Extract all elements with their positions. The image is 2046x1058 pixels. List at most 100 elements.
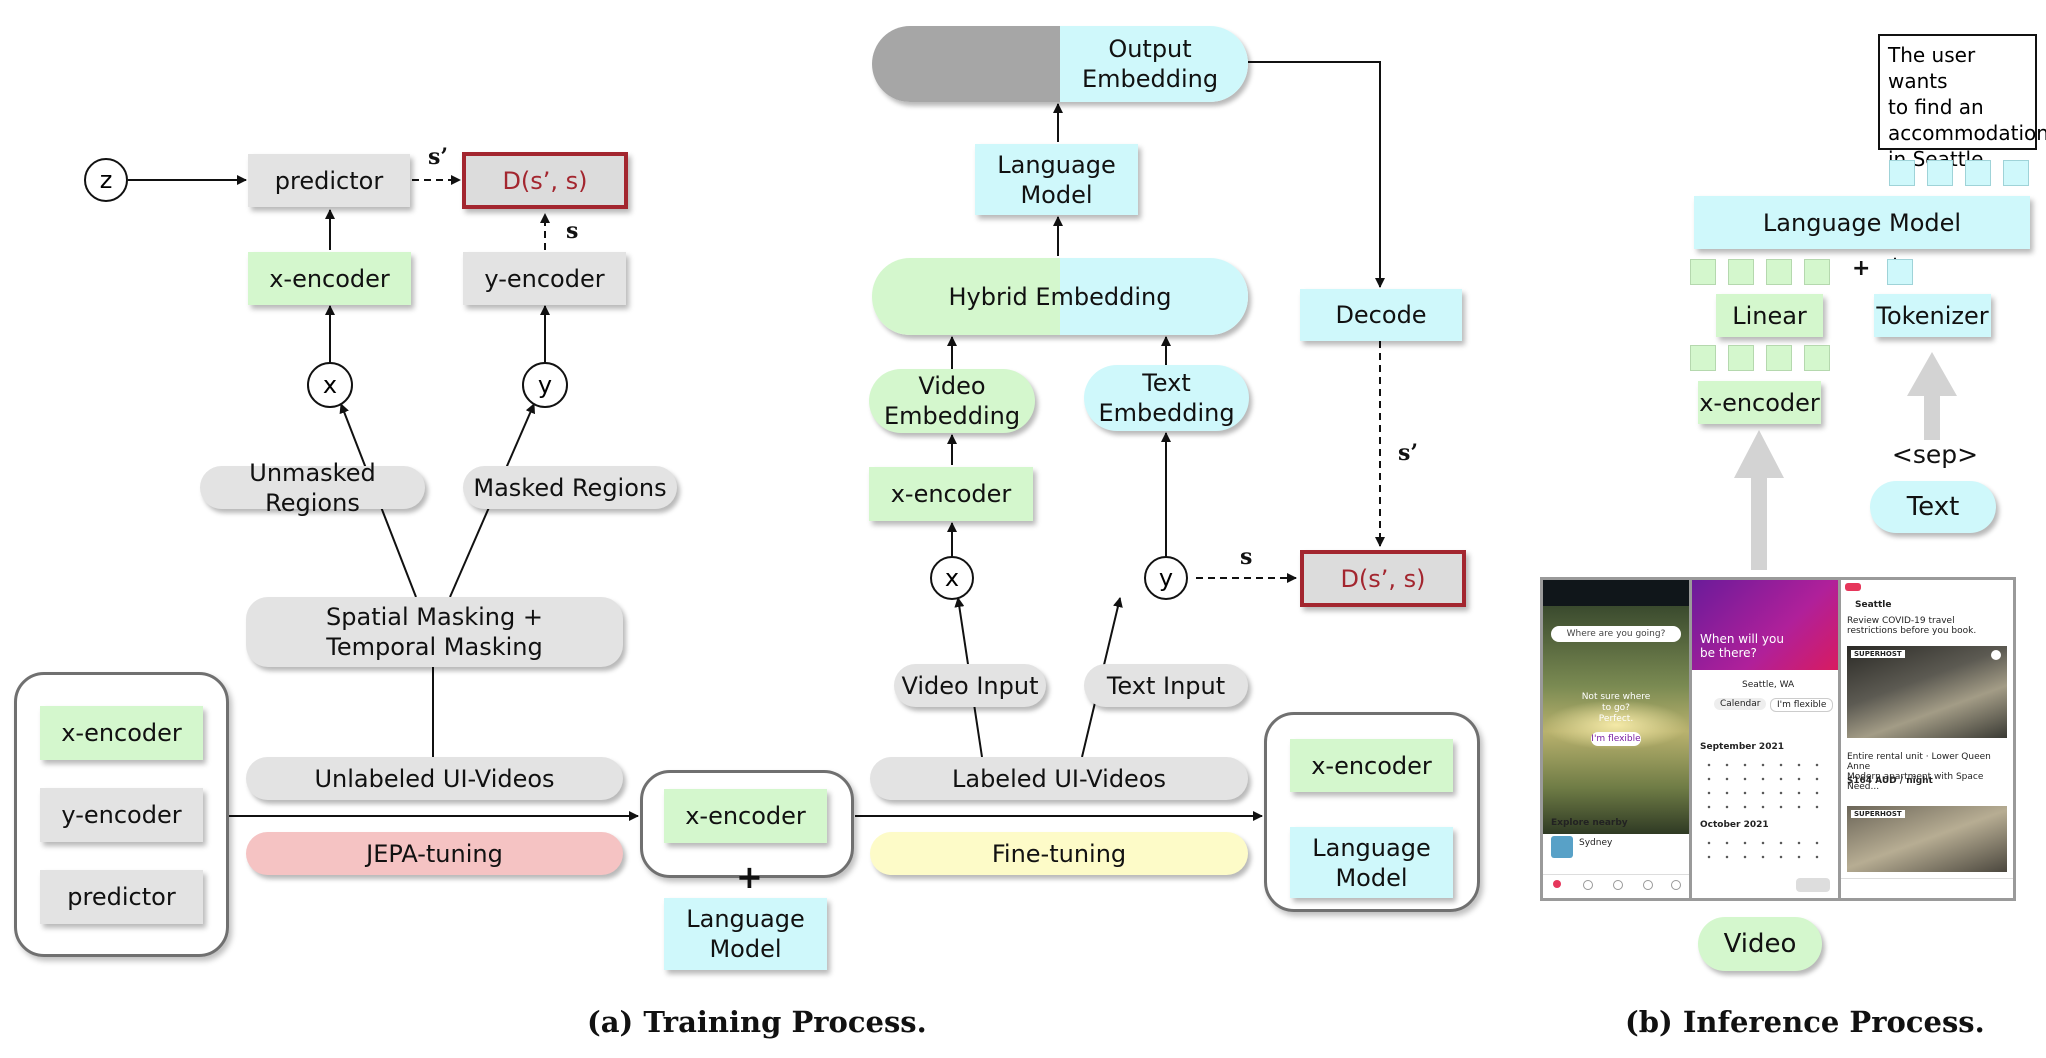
flexible-button[interactable]: I'm flexible	[1591, 732, 1641, 746]
next-button[interactable]	[1796, 878, 1830, 892]
september-grid	[1700, 758, 1830, 814]
s-prime-label-top: s’	[428, 144, 449, 170]
caption-training: (a) Training Process.	[587, 1005, 927, 1039]
video-token	[1804, 259, 1830, 285]
output-to-decode-arrow	[1248, 61, 1385, 288]
encoder-token	[1690, 345, 1716, 371]
masked-regions-box: Masked Regions	[463, 466, 677, 509]
linear-box: Linear	[1716, 294, 1823, 337]
video-input-pill: Video	[1698, 917, 1822, 971]
month-september: September 2021	[1700, 742, 1784, 752]
flexible-tab[interactable]: I'm flexible	[1770, 698, 1834, 712]
superhost-badge: SUPERHOST	[1851, 650, 1905, 658]
text-embedding-box: Text Embedding	[1084, 365, 1249, 431]
language-model-box: Language Model	[975, 144, 1138, 215]
city-name: Sydney	[1579, 838, 1613, 848]
listing-price: $164 AUD / night	[1847, 776, 1933, 786]
labeled-ui-videos-box: Labeled UI-Videos	[870, 757, 1248, 800]
search-bar[interactable]: Where are you going?	[1551, 626, 1681, 642]
dates-question: When will you be there?	[1700, 632, 1784, 660]
video-embedding-box: Video Embedding	[869, 369, 1035, 433]
ft-x-encoder: x-encoder	[869, 467, 1033, 521]
y-encoder-top: y-encoder	[463, 252, 626, 305]
y-node-ft: y	[1144, 556, 1188, 600]
inference-x-encoder: x-encoder	[1698, 381, 1821, 424]
video-up-arrow	[1734, 430, 1784, 570]
unmasked-regions-box: Unmasked Regions	[200, 459, 425, 517]
explore-tab-icon[interactable]	[1553, 880, 1561, 888]
bottom-nav-3	[1841, 878, 2013, 898]
month-october: October 2021	[1700, 820, 1769, 830]
distance-box-top: D(s’, s)	[462, 152, 628, 209]
s-prime-label-right: s’	[1398, 440, 1419, 466]
listing-title: Entire rental unit · Lower Queen Anne Mo…	[1847, 752, 1991, 792]
plus-sign-inference: +	[1852, 256, 1871, 281]
hero-headline: Not sure where to go? Perfect.	[1581, 692, 1651, 724]
city-thumbnail	[1551, 836, 1573, 858]
fine-tuning-box: Fine-tuning	[870, 832, 1248, 875]
encoder-token	[1728, 345, 1754, 371]
inbox-tab-icon[interactable]	[1643, 880, 1653, 890]
x-node-top: x	[307, 362, 353, 408]
profile-tab-icon[interactable]	[1671, 880, 1681, 890]
sep-label: <sep>	[1891, 440, 1979, 469]
sep-token	[1887, 259, 1913, 285]
video-token	[1728, 259, 1754, 285]
init-predictor: predictor	[40, 870, 203, 924]
app-screen-dates: When will you be there? Seattle, WA Cale…	[1692, 580, 1838, 898]
text-input-box: Text Input	[1084, 664, 1248, 707]
output-embedding-pill	[872, 26, 1248, 102]
video-token	[1766, 259, 1792, 285]
init-y-encoder: y-encoder	[40, 788, 203, 842]
final-models-frame	[1264, 712, 1480, 912]
lm-output-token	[1927, 160, 1953, 186]
status-bar-light	[1841, 580, 2013, 594]
init-x-encoder: x-encoder	[40, 706, 203, 760]
s-label-top: s	[566, 218, 579, 244]
lm-output-token	[2003, 160, 2029, 186]
superhost-badge-2: SUPERHOST	[1851, 810, 1905, 818]
wishlist-tab-icon[interactable]	[1583, 880, 1593, 890]
text-input-pill: Text	[1870, 481, 1996, 533]
distance-box-right: D(s’, s)	[1300, 550, 1466, 607]
z-node: z	[84, 158, 128, 202]
pretrained-encoder-frame	[640, 770, 854, 878]
spatial-temporal-masking-box: Spatial Masking + Temporal Masking	[246, 597, 623, 667]
covid-notice: Review COVID-19 travel restrictions befo…	[1847, 616, 1977, 636]
status-bar	[1543, 580, 1689, 606]
explore-heading: Explore nearby	[1551, 818, 1628, 828]
final-language-model: Language Model	[1290, 827, 1453, 898]
unlabeled-ui-videos-box: Unlabeled UI-Videos	[246, 757, 623, 800]
lm-output-token	[1889, 160, 1915, 186]
app-screen-explore: Where are you going? Not sure where to g…	[1543, 580, 1689, 898]
y-node-top: y	[522, 362, 568, 408]
video-input-box: Video Input	[894, 664, 1046, 707]
place-label: Seattle, WA	[1742, 680, 1795, 690]
lm-output-token	[1965, 160, 1991, 186]
tokenizer-box: Tokenizer	[1874, 294, 1991, 337]
trips-tab-icon[interactable]	[1613, 880, 1623, 890]
mid-x-encoder: x-encoder	[664, 789, 827, 843]
final-x-encoder: x-encoder	[1290, 739, 1453, 792]
mid-language-model: Language Model	[664, 898, 827, 970]
s-label-right: s	[1240, 544, 1253, 570]
app-screen-listings: Seattle Review COVID-19 travel restricti…	[1841, 580, 2013, 898]
listing-photo[interactable]	[1847, 646, 2007, 738]
encoder-token	[1804, 345, 1830, 371]
october-grid	[1700, 836, 1830, 868]
caption-inference: (b) Inference Process.	[1625, 1005, 1985, 1039]
initial-models-frame	[14, 672, 229, 957]
inference-language-model: Language Model	[1694, 196, 2030, 249]
output-embedding-label: Output Embedding	[1081, 35, 1219, 93]
heart-icon[interactable]	[1991, 650, 2001, 660]
calendar-tab[interactable]: Calendar	[1714, 698, 1767, 710]
listing-city: Seattle	[1855, 600, 1892, 610]
encoder-token	[1766, 345, 1792, 371]
x-encoder-top: x-encoder	[248, 252, 411, 305]
text-prompt-box: The user wants to find an accommodation …	[1878, 34, 2046, 171]
sep-up-arrow	[1907, 352, 1957, 440]
dates-header-bg	[1692, 580, 1838, 670]
jepa-tuning-box: JEPA-tuning	[246, 832, 623, 875]
hybrid-embedding-box: Hybrid Embedding	[872, 258, 1248, 335]
